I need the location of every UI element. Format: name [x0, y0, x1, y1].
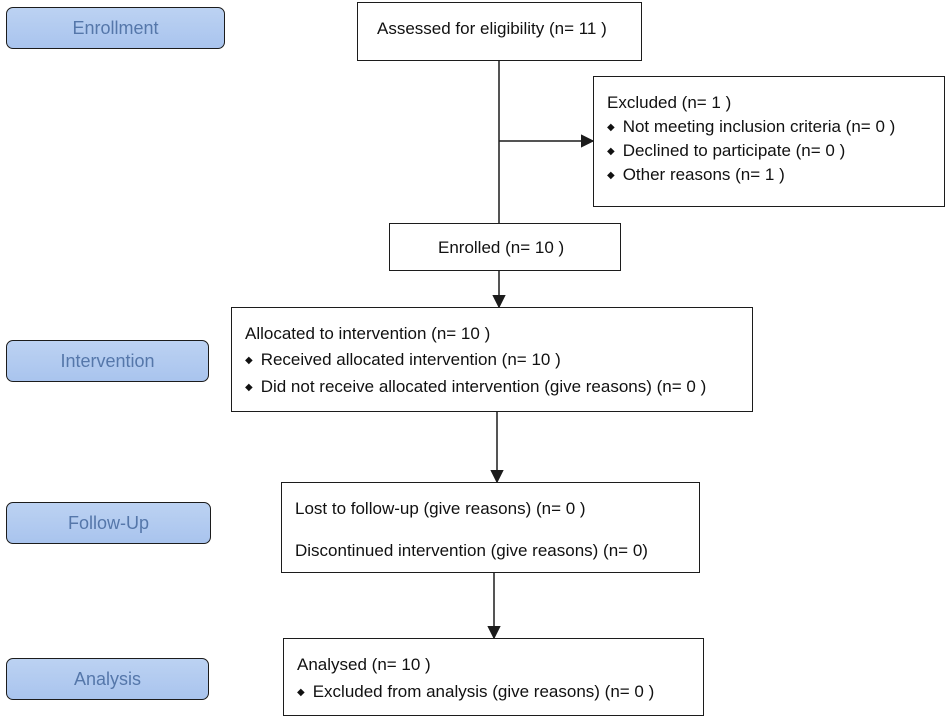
excluded-item: ◆Other reasons (n= 1 ) — [607, 165, 785, 184]
excluded-box: Excluded (n= 1 ) ◆Not meeting inclusion … — [593, 76, 945, 207]
stage-label-analysis: Analysis — [6, 658, 209, 700]
analysed-item: ◆Excluded from analysis (give reasons) (… — [297, 682, 655, 701]
assessed-box: Assessed for eligibility (n= 11 ) — [357, 2, 642, 61]
bullet-icon: ◆ — [245, 382, 253, 393]
allocated-item: ◆Did not receive allocated intervention … — [245, 377, 707, 396]
discontinued-text: Discontinued intervention (give reasons)… — [295, 541, 648, 560]
bullet-icon: ◆ — [245, 355, 253, 366]
lost-followup-text: Lost to follow-up (give reasons) (n= 0 ) — [295, 499, 586, 518]
stage-label-enrollment: Enrollment — [6, 7, 225, 49]
assessed-text: Assessed for eligibility (n= 11 ) — [377, 19, 607, 38]
excluded-item: ◆Not meeting inclusion criteria (n= 0 ) — [607, 117, 896, 136]
enrolled-box: Enrolled (n= 10 ) — [389, 223, 621, 271]
excluded-title: Excluded (n= 1 ) — [607, 93, 732, 112]
analysed-box: Analysed (n= 10 ) ◆Excluded from analysi… — [283, 638, 704, 716]
bullet-icon: ◆ — [297, 687, 305, 698]
followup-box: Lost to follow-up (give reasons) (n= 0 )… — [281, 482, 700, 573]
allocated-title: Allocated to intervention (n= 10 ) — [245, 324, 491, 343]
analysed-title: Analysed (n= 10 ) — [297, 655, 431, 674]
allocated-box: Allocated to intervention (n= 10 ) ◆Rece… — [231, 307, 753, 412]
allocated-item: ◆Received allocated intervention (n= 10 … — [245, 350, 561, 369]
bullet-icon: ◆ — [607, 146, 615, 157]
stage-label-intervention: Intervention — [6, 340, 209, 382]
bullet-icon: ◆ — [607, 170, 615, 181]
enrolled-text: Enrolled (n= 10 ) — [438, 238, 565, 257]
stage-label-followup: Follow-Up — [6, 502, 211, 544]
bullet-icon: ◆ — [607, 122, 615, 133]
excluded-item: ◆Declined to participate (n= 0 ) — [607, 141, 846, 160]
